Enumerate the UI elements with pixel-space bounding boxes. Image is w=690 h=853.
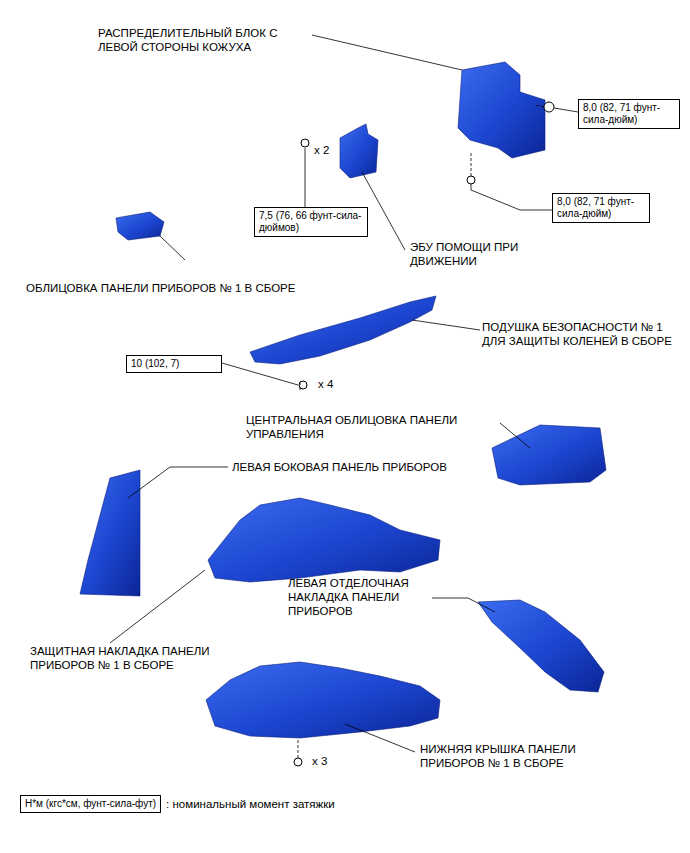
torque-value: 7,5 (76, 66 фунт-сила-дюймов) [259, 210, 363, 234]
leader-line [432, 598, 495, 612]
torque-box: 10 (102, 7) [126, 355, 222, 373]
part-label: НИЖНЯЯ КРЫШКА ПАНЕЛИ ПРИБОРОВ № 1 В СБОР… [420, 742, 620, 770]
panel-trim [116, 212, 164, 240]
finish-trim [478, 600, 604, 692]
nut [544, 102, 554, 112]
nut [301, 139, 309, 147]
torque-box: 8,0 (82, 71 фунт-сила-дюйм) [578, 99, 680, 129]
bolt [294, 758, 302, 766]
torque-value: Н*м (кгс*см, фунт-сила-фут) [25, 798, 156, 810]
leader-line [471, 184, 552, 210]
quantity-label: x 4 [318, 377, 348, 391]
torque-value: 8,0 (82, 71 фунт-сила-дюйм) [583, 102, 675, 126]
quantity-label: x 2 [314, 143, 344, 157]
leader-line [500, 423, 530, 448]
leader-line [298, 105, 544, 758]
junction-block [458, 62, 545, 158]
torque-box: Н*м (кгс*см, фунт-сила-фут) [20, 795, 161, 813]
part-label: ЗАЩИТНАЯ НАКЛАДКА ПАНЕЛИ ПРИБОРОВ № 1 В … [30, 644, 215, 672]
side-panel [80, 470, 140, 596]
torque-box: 7,5 (76, 66 фунт-сила-дюймов) [254, 207, 368, 237]
part-label: : номинальный момент затяжки [166, 797, 386, 811]
leader-line [412, 320, 480, 330]
leader-line [345, 724, 415, 752]
quantity-label: x 3 [312, 754, 342, 768]
leader-line [222, 363, 298, 385]
torque-value: 10 (102, 7) [131, 358, 217, 370]
lower-cover [206, 662, 440, 738]
leader-line [128, 467, 228, 498]
part-label: ЭБУ ПОМОЩИ ПРИ ДВИЖЕНИИ [410, 240, 580, 268]
leader-line [312, 35, 462, 70]
torque-value: 8,0 (82, 71 фунт-сила-дюйм) [557, 196, 645, 220]
torque-box: 8,0 (82, 71 фунт-сила-дюйм) [552, 193, 650, 223]
bolt [467, 176, 475, 184]
center-trim [492, 425, 606, 485]
part-label: ЛЕВАЯ ОТДЕЛОЧНАЯ НАКЛАДКА ПАНЕЛИ ПРИБОРО… [288, 576, 458, 618]
leader-line [305, 148, 306, 207]
leader-line [362, 172, 405, 250]
part-label: РАСПРЕДЕЛИТЕЛЬНЫЙ БЛОК С ЛЕВОЙ СТОРОНЫ К… [98, 26, 313, 54]
leader-line [110, 570, 205, 643]
part-label: ПОДУШКА БЕЗОПАСНОСТИ № 1 ДЛЯ ЗАЩИТЫ КОЛЕ… [482, 320, 672, 348]
leader-line [160, 236, 185, 260]
knee-airbag [250, 296, 436, 364]
part-label: ЦЕНТРАЛЬНАЯ ОБЛИЦОВКА ПАНЕЛИ УПРАВЛЕНИЯ [246, 413, 496, 441]
part-label: ЛЕВАЯ БОКОВАЯ ПАНЕЛЬ ПРИБОРОВ [232, 460, 472, 474]
part-label: ОБЛИЦОВКА ПАНЕЛИ ПРИБОРОВ № 1 В СБОРЕ [26, 281, 356, 295]
leader-line [554, 108, 578, 112]
protective-cover [208, 498, 440, 582]
ecu [340, 124, 378, 178]
